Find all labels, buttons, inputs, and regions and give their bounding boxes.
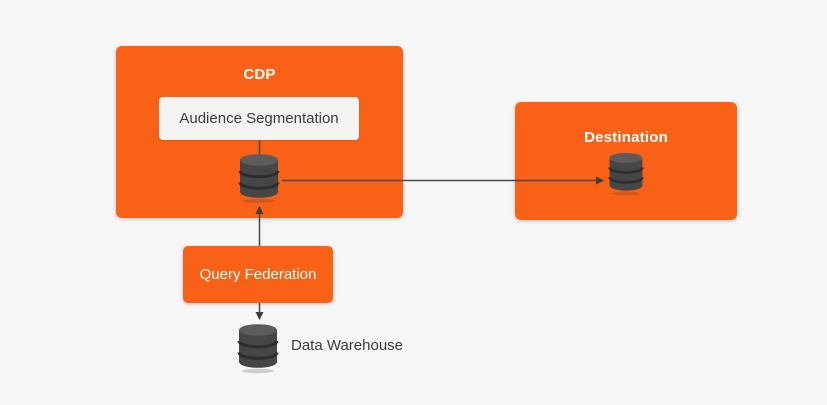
destination-box-title: Destination xyxy=(584,129,668,146)
data-warehouse-label: Data Warehouse xyxy=(291,336,404,354)
destination-database-icon xyxy=(607,151,645,196)
audience-segmentation-label: Audience Segmentation xyxy=(179,110,339,127)
data-warehouse-node: Data Warehouse xyxy=(236,322,403,374)
cdp-box-title: CDP xyxy=(243,66,276,83)
data-warehouse-database-icon xyxy=(236,322,280,374)
query-federation-label: Query Federation xyxy=(199,266,317,283)
destination-box: Destination xyxy=(515,102,737,220)
query-federation-box: Query Federation xyxy=(183,246,333,303)
audience-segmentation-box: Audience Segmentation xyxy=(159,97,359,140)
cdp-database-icon xyxy=(237,152,281,204)
cdp-box: CDP Audience Segmentation xyxy=(116,46,403,218)
